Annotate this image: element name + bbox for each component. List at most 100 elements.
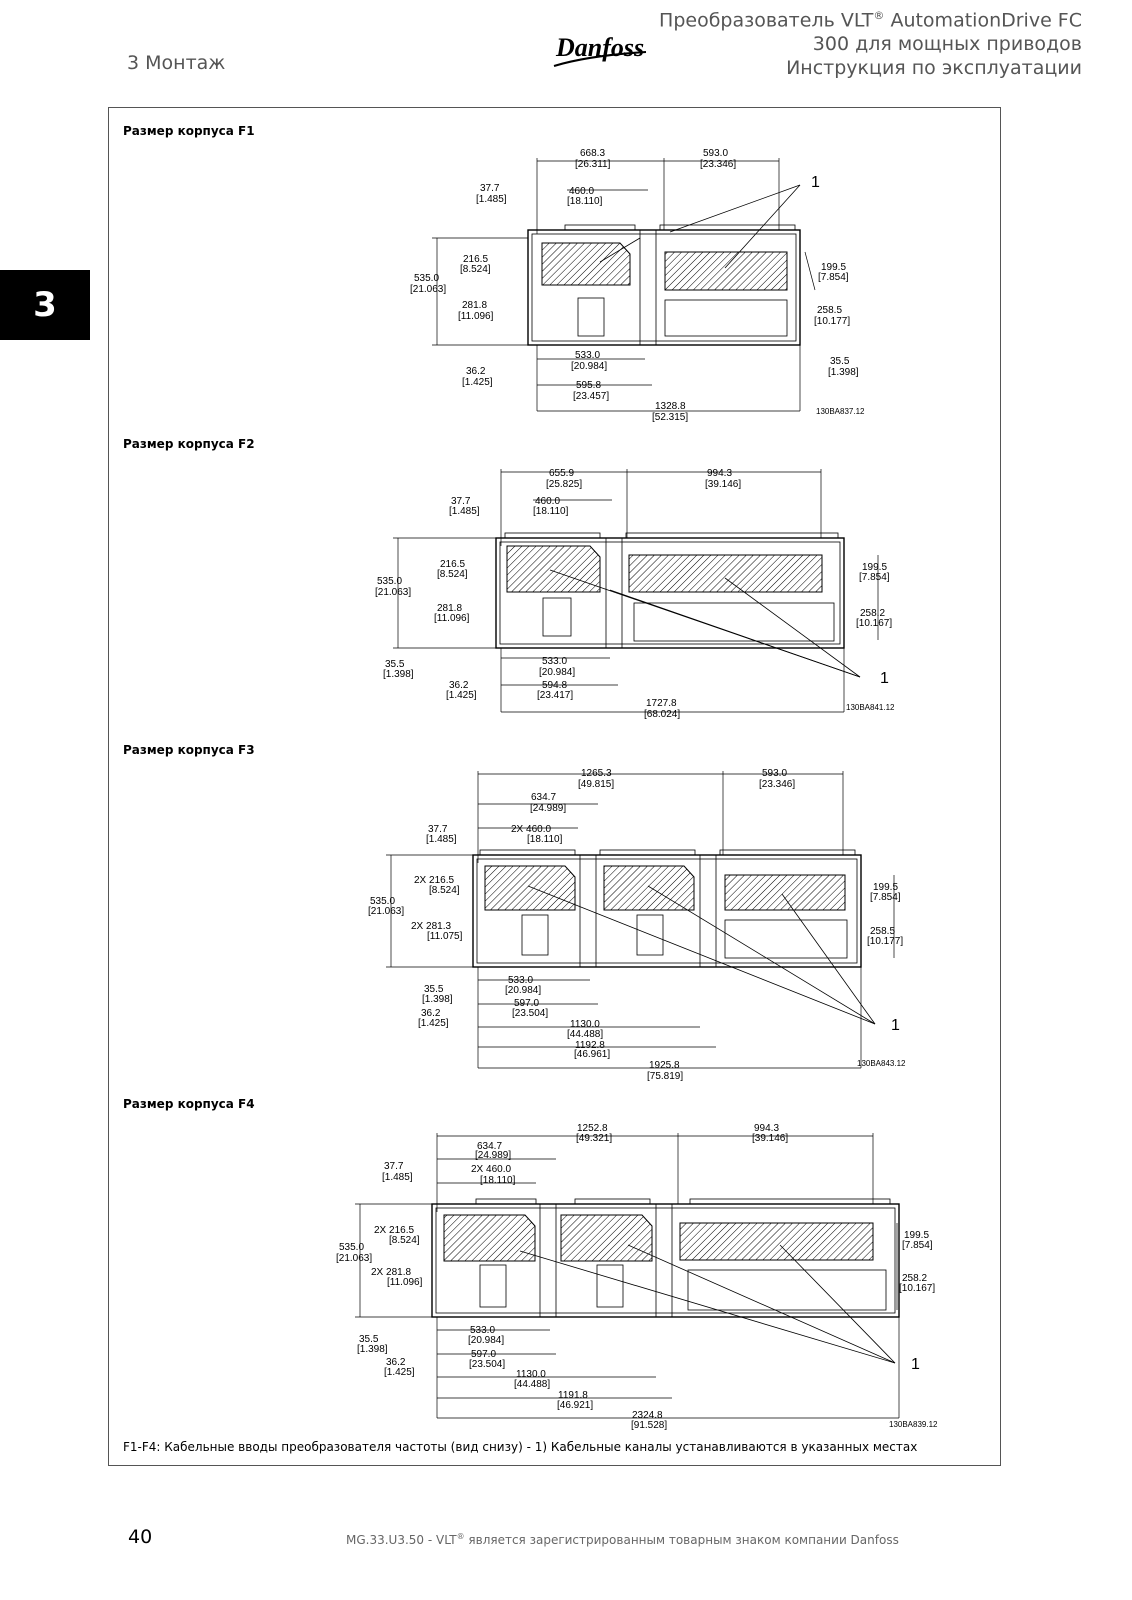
svg-text:[10.167]: [10.167]	[899, 1283, 935, 1294]
svg-text:35.5: 35.5	[424, 984, 444, 995]
svg-text:668.3: 668.3	[580, 148, 605, 159]
svg-text:[1.398]: [1.398]	[422, 994, 453, 1005]
svg-text:[8.524]: [8.524]	[437, 569, 468, 580]
svg-text:37.7: 37.7	[384, 1161, 404, 1172]
section-title-f1: Размер корпуса F1	[123, 124, 255, 138]
svg-text:[11.096]: [11.096]	[458, 311, 494, 322]
svg-text:[21.063]: [21.063]	[336, 1253, 372, 1264]
svg-text:35.5: 35.5	[359, 1334, 379, 1345]
svg-text:[23.346]: [23.346]	[700, 159, 736, 170]
svg-text:2X 216.5: 2X 216.5	[374, 1225, 414, 1236]
svg-text:[39.146]: [39.146]	[705, 479, 741, 490]
svg-text:[91.528]: [91.528]	[631, 1420, 667, 1431]
svg-text:[23.504]: [23.504]	[512, 1008, 548, 1019]
drawing-f4: 1252.8 [49.321] 994.3 [39.146] 634.7 [24…	[336, 1123, 938, 1431]
svg-text:[1.425]: [1.425]	[418, 1018, 449, 1029]
svg-text:[68.024]: [68.024]	[644, 709, 680, 720]
svg-text:[1.398]: [1.398]	[828, 367, 859, 378]
svg-text:[18.110]: [18.110]	[567, 196, 603, 207]
drawing-f1: 668.3 [26.311] 593.0 [23.346] 37.7 [1.48…	[410, 148, 865, 423]
svg-text:535.0: 535.0	[414, 273, 439, 284]
svg-text:130BA843.12: 130BA843.12	[857, 1059, 906, 1068]
svg-text:1727.8: 1727.8	[646, 698, 677, 709]
svg-text:[8.524]: [8.524]	[429, 885, 460, 896]
svg-text:[7.854]: [7.854]	[859, 572, 890, 583]
svg-text:35.5: 35.5	[385, 659, 405, 670]
svg-text:[18.110]: [18.110]	[533, 506, 569, 517]
svg-text:[18.110]: [18.110]	[480, 1175, 516, 1186]
svg-text:35.5: 35.5	[830, 356, 850, 367]
svg-text:535.0: 535.0	[377, 576, 402, 587]
svg-text:533.0: 533.0	[575, 350, 600, 361]
svg-text:[10.167]: [10.167]	[856, 618, 892, 629]
svg-text:[25.825]: [25.825]	[546, 479, 582, 490]
svg-text:[21.063]: [21.063]	[410, 284, 446, 295]
svg-text:[21.063]: [21.063]	[368, 906, 404, 917]
svg-text:[23.346]: [23.346]	[759, 779, 795, 790]
svg-text:1192.8: 1192.8	[575, 1040, 605, 1051]
svg-text:1252.8: 1252.8	[577, 1123, 608, 1134]
svg-text:37.7: 37.7	[451, 496, 471, 507]
svg-text:533.0: 533.0	[470, 1325, 495, 1336]
svg-text:216.5: 216.5	[463, 254, 488, 265]
svg-text:1: 1	[891, 1017, 900, 1034]
svg-text:281.8: 281.8	[437, 603, 462, 614]
svg-text:[44.488]: [44.488]	[567, 1029, 603, 1040]
svg-text:[49.321]: [49.321]	[576, 1133, 612, 1144]
svg-text:[44.488]: [44.488]	[514, 1379, 550, 1390]
svg-text:[24.989]: [24.989]	[475, 1150, 511, 1161]
section-title-f2: Размер корпуса F2	[123, 437, 255, 451]
svg-text:1: 1	[811, 174, 820, 191]
svg-text:199.5: 199.5	[821, 262, 846, 273]
svg-text:216.5: 216.5	[440, 559, 465, 570]
page-number: 40	[128, 1526, 153, 1548]
section-title-f4: Размер корпуса F4	[123, 1097, 255, 1111]
footer-text: MG.33.U3.50 - VLT® является зарегистриро…	[346, 1532, 899, 1547]
svg-text:535.0: 535.0	[339, 1242, 364, 1253]
svg-text:[1.485]: [1.485]	[476, 194, 507, 205]
svg-text:[46.961]: [46.961]	[574, 1049, 610, 1060]
svg-text:593.0: 593.0	[703, 148, 728, 159]
svg-text:Danfoss: Danfoss	[555, 33, 644, 62]
svg-text:594.8: 594.8	[542, 680, 567, 691]
svg-text:1328.8: 1328.8	[655, 401, 686, 412]
svg-text:1265.3: 1265.3	[581, 768, 612, 779]
svg-text:2X 281.8: 2X 281.8	[371, 1267, 411, 1278]
svg-text:[24.989]: [24.989]	[530, 803, 566, 814]
svg-text:[10.177]: [10.177]	[867, 936, 903, 947]
svg-text:[11.096]: [11.096]	[434, 613, 470, 624]
svg-text:199.5: 199.5	[873, 882, 898, 893]
svg-text:[1.425]: [1.425]	[462, 377, 493, 388]
svg-text:1130.0: 1130.0	[516, 1369, 546, 1380]
danfoss-logo: Danfoss	[550, 30, 650, 76]
svg-text:258.2: 258.2	[902, 1273, 927, 1284]
svg-text:199.5: 199.5	[904, 1230, 929, 1241]
svg-text:460.0: 460.0	[569, 186, 594, 197]
svg-text:[7.854]: [7.854]	[818, 272, 849, 283]
svg-text:[26.311]: [26.311]	[575, 159, 611, 170]
svg-text:36.2: 36.2	[466, 366, 486, 377]
svg-text:460.0: 460.0	[535, 496, 560, 507]
svg-text:595.8: 595.8	[576, 380, 601, 391]
svg-text:[8.524]: [8.524]	[460, 264, 491, 275]
svg-text:533.0: 533.0	[542, 656, 567, 667]
svg-text:[18.110]: [18.110]	[527, 834, 563, 845]
svg-text:258.5: 258.5	[870, 926, 895, 937]
svg-text:130BA837.12: 130BA837.12	[816, 407, 865, 416]
svg-text:[23.457]: [23.457]	[573, 391, 609, 402]
svg-text:2X 216.5: 2X 216.5	[414, 875, 454, 886]
svg-text:258.2: 258.2	[860, 608, 885, 619]
drawing-f2: 655.9 [25.825] 994.3 [39.146] 37.7 [1.48…	[375, 468, 895, 720]
svg-text:593.0: 593.0	[762, 768, 787, 779]
svg-text:2324.8: 2324.8	[632, 1410, 663, 1421]
svg-text:[20.984]: [20.984]	[571, 361, 607, 372]
svg-text:[1.425]: [1.425]	[384, 1367, 415, 1378]
svg-text:1: 1	[911, 1356, 920, 1373]
svg-text:[39.146]: [39.146]	[752, 1133, 788, 1144]
svg-text:[20.984]: [20.984]	[468, 1335, 504, 1346]
svg-text:[1.485]: [1.485]	[426, 834, 457, 845]
svg-text:[20.984]: [20.984]	[505, 985, 541, 996]
svg-text:2X 460.0: 2X 460.0	[471, 1164, 511, 1175]
svg-text:[1.398]: [1.398]	[357, 1344, 388, 1355]
svg-text:[7.854]: [7.854]	[902, 1240, 933, 1251]
